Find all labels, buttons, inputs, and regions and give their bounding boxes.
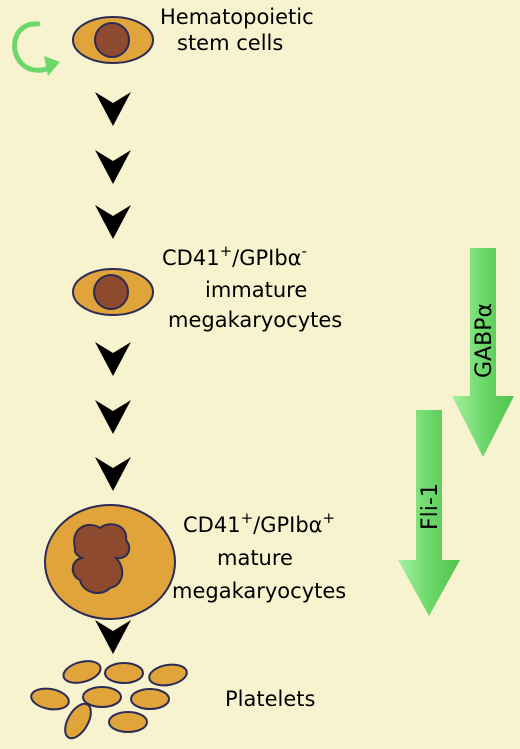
fli1-arrow: Fli-1: [398, 410, 460, 616]
hsc-cell-icon: [72, 16, 154, 64]
arrowhead-icon: [95, 92, 131, 126]
immature-megakaryocyte-icon: [72, 268, 154, 316]
hsc-label-line2: stem cells: [177, 31, 283, 55]
arrowhead-icon: [95, 205, 131, 239]
arrowhead-icon: [95, 342, 131, 376]
arrowhead-icon: [95, 620, 131, 654]
mature-label-line3: megakaryocytes: [172, 579, 346, 603]
mature-label-line2: mature: [217, 546, 293, 570]
gabp-alpha-arrow: GABPα: [452, 248, 514, 457]
arrowhead-icon: [95, 400, 131, 434]
mature-megakaryocyte-icon: [44, 504, 176, 620]
progression-arrowheads-1: [95, 92, 131, 239]
immature-label-line2: immature: [205, 278, 307, 302]
self-renewal-arrow-icon: [12, 21, 60, 76]
platelets-icon: [30, 660, 188, 740]
immature-label-line3: megakaryocytes: [168, 308, 342, 332]
gabp-alpha-label: GABPα: [472, 303, 497, 378]
arrowhead-icon: [95, 457, 131, 491]
hsc-label-line1: Hematopoietic: [160, 5, 314, 29]
fli1-label: Fli-1: [418, 483, 443, 530]
arrowhead-icon: [95, 150, 131, 184]
immature-marker-label: CD41+/GPIbα-: [162, 242, 307, 270]
platelets-label: Platelets: [225, 687, 315, 711]
mature-marker-label: CD41+/GPIbα+: [183, 509, 335, 537]
progression-arrowheads-2: [95, 342, 131, 491]
